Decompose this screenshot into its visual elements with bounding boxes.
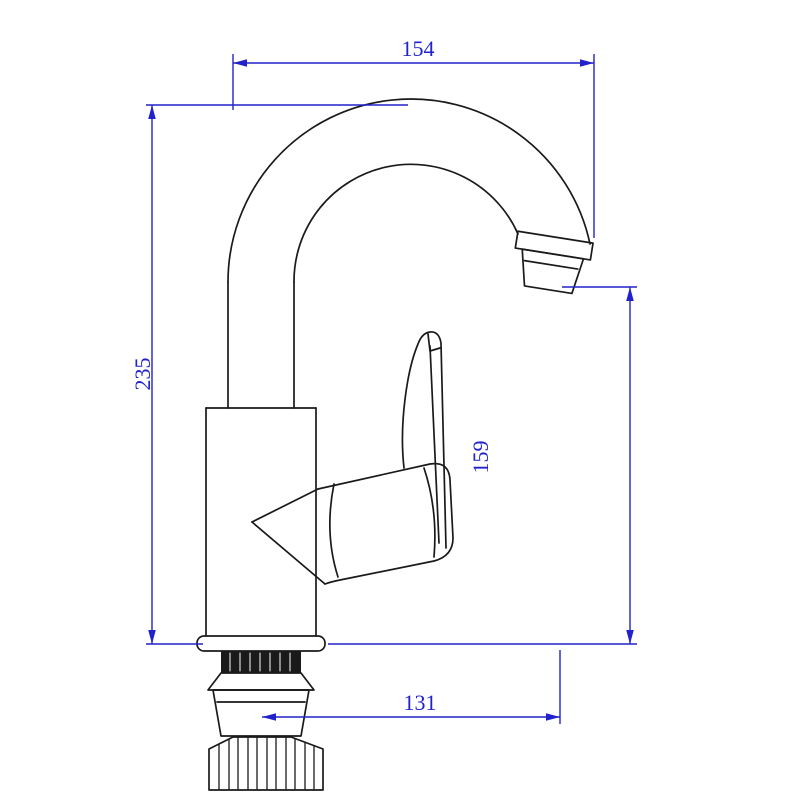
mounting-hardware — [207, 672, 324, 791]
arrowhead — [580, 59, 594, 67]
threaded-shank — [221, 651, 301, 673]
thread-band — [221, 651, 301, 673]
arrowhead — [148, 105, 156, 119]
spout-tip — [514, 230, 594, 295]
arrowhead — [262, 713, 276, 721]
handle-lever-inner-contour — [429, 345, 440, 544]
mounting-cone — [212, 689, 310, 737]
mounting-collar — [207, 672, 315, 691]
handle-wedge-bottom — [251, 521, 326, 585]
dim-label-spout-reach: 131 — [404, 690, 437, 715]
handle-housing-right-seam — [423, 467, 436, 558]
spout-outer-arc — [227, 98, 591, 283]
arrowhead — [233, 59, 247, 67]
faucet-neck — [227, 281, 295, 409]
faucet-drawing — [196, 98, 594, 791]
arrowhead — [546, 713, 560, 721]
spout-tip-band — [514, 230, 594, 261]
spout-aerator-seam — [523, 259, 579, 270]
arrowhead — [148, 630, 156, 644]
gooseneck-spout-arc — [227, 98, 591, 283]
dimension-overall-height — [146, 104, 408, 645]
dim-label-overall-width: 154 — [402, 36, 435, 61]
handle-lever-notch — [427, 333, 441, 352]
base-flange — [196, 635, 326, 652]
dimension-linework — [146, 54, 637, 724]
thread-lines — [229, 652, 291, 672]
handle-housing — [317, 462, 454, 585]
arrowhead — [626, 287, 634, 301]
dimension-labels: 154 235 159 131 — [130, 36, 493, 715]
dimension-spout-height — [328, 286, 637, 645]
spout-inner-arc — [293, 163, 519, 283]
handle-housing-left-seam — [328, 483, 339, 578]
arrowhead — [626, 630, 634, 644]
mixer-handle — [251, 331, 454, 585]
ribbed-locknut — [208, 736, 324, 791]
spout-aerator — [521, 248, 585, 295]
faucet-body — [205, 407, 317, 637]
dimension-arrowheads — [148, 59, 634, 721]
handle-wedge-top — [251, 488, 319, 523]
handle-lever — [401, 331, 447, 549]
dimension-overall-width — [232, 54, 595, 238]
locknut-ribs — [218, 737, 315, 790]
dim-label-spout-height: 159 — [468, 441, 493, 474]
dim-label-overall-height: 235 — [130, 358, 155, 391]
dimension-spout-reach — [262, 650, 561, 724]
